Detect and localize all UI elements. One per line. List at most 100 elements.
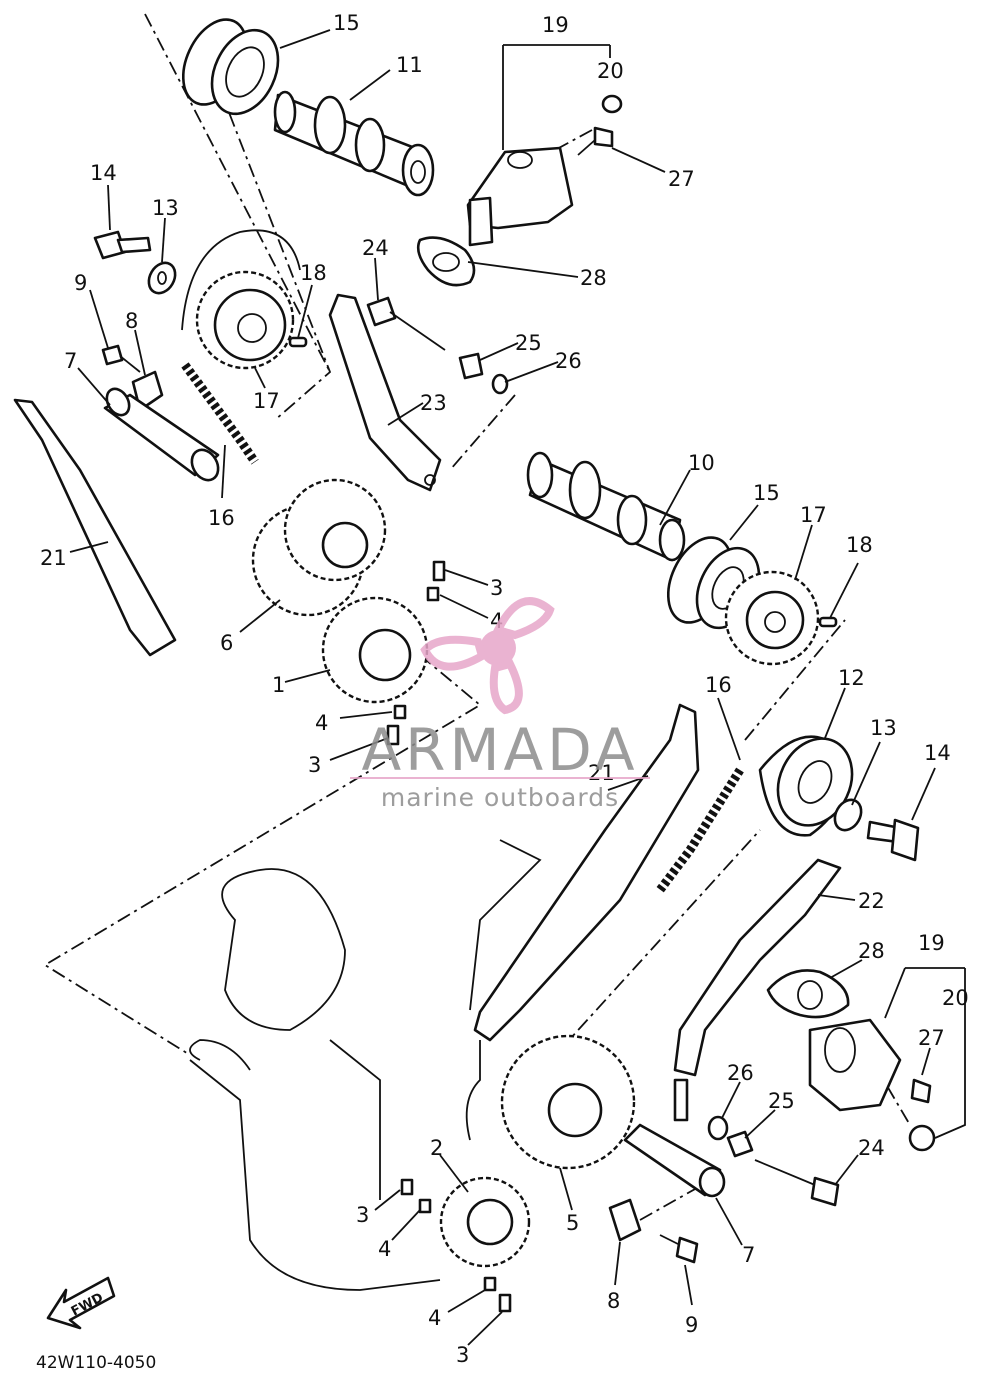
callout-21: 21 — [40, 546, 67, 570]
diagram-code: 42W110-4050 — [36, 1353, 156, 1373]
bearing-12 — [758, 735, 854, 837]
callout-4: 4 — [428, 1306, 441, 1330]
callout-19: 19 — [918, 931, 945, 955]
nut-25-upper — [458, 352, 484, 380]
armada-watermark: ARMADA marine outboards — [350, 597, 650, 812]
callout-14: 14 — [90, 161, 117, 185]
pin-18-right — [818, 616, 838, 628]
callout-8: 8 — [125, 309, 138, 333]
gasket-28-lower — [766, 969, 850, 1019]
callout-18: 18 — [300, 261, 327, 285]
bolt-14-upper — [93, 230, 152, 260]
watermark-tagline: marine outboards — [381, 783, 619, 812]
washer-26-upper — [491, 373, 509, 395]
shaft-7-upper — [103, 387, 220, 482]
spring-pin-3-4-upper — [426, 560, 446, 602]
callout-22: 22 — [858, 889, 885, 913]
washer-26-lower — [707, 1115, 729, 1141]
spring-pin-3-4-lower-left — [400, 1178, 432, 1214]
bolt-9-lower — [659, 1234, 699, 1264]
spring-pin-3-4-mid — [386, 704, 407, 746]
callout-13: 13 — [152, 196, 179, 220]
callout-19: 19 — [542, 13, 569, 37]
callout-9: 9 — [685, 1313, 698, 1337]
callout-20: 20 — [597, 59, 624, 83]
plate-8-lower — [608, 1198, 642, 1242]
callout-3: 3 — [308, 753, 321, 777]
callout-24: 24 — [858, 1136, 885, 1160]
callout-13: 13 — [870, 716, 897, 740]
sprocket-housing-upper — [181, 229, 301, 331]
gear-6 — [251, 478, 387, 617]
callout-16: 16 — [705, 673, 732, 697]
bolt-27-upper — [577, 126, 614, 156]
tensioner-19-lower — [808, 1018, 902, 1112]
gasket-upper — [416, 236, 476, 287]
callout-18: 18 — [846, 533, 873, 557]
callout-9: 9 — [74, 271, 87, 295]
callout-3: 3 — [456, 1343, 469, 1367]
callout-25: 25 — [515, 331, 542, 355]
pin-18-upper — [288, 336, 308, 348]
reference-lines — [43, 13, 911, 1221]
callout-10: 10 — [688, 451, 715, 475]
gear-1 — [321, 596, 429, 704]
washer-13-right — [833, 798, 863, 832]
callout-6: 6 — [220, 631, 233, 655]
bolt-27-lower — [910, 1078, 932, 1104]
spring-pin-3-4-lower-bottom — [483, 1276, 512, 1313]
callout-20: 20 — [942, 986, 969, 1010]
engine-block-outline — [189, 839, 542, 1291]
callout-4: 4 — [315, 711, 328, 735]
fwd-arrow-icon: FWD — [46, 1276, 116, 1330]
gear-2 — [439, 1176, 531, 1268]
callout-27: 27 — [918, 1026, 945, 1050]
callout-11: 11 — [396, 53, 423, 77]
callout-labels: 15 11 19 20 27 28 14 13 24 18 9 8 25 26 … — [40, 11, 969, 1367]
callout-17: 17 — [800, 503, 827, 527]
chain-guide-22 — [673, 858, 842, 1122]
chain-guide-23 — [328, 293, 442, 492]
callout-25: 25 — [768, 1089, 795, 1113]
callout-2: 2 — [430, 1136, 443, 1160]
callout-14: 14 — [924, 741, 951, 765]
callout-15: 15 — [333, 11, 360, 35]
shaft-7-lower — [623, 1123, 726, 1198]
bolt-24-lower — [754, 1159, 840, 1207]
callout-28: 28 — [580, 266, 607, 290]
callout-7: 7 — [742, 1243, 755, 1267]
callout-7: 7 — [64, 349, 77, 373]
callout-23: 23 — [420, 391, 447, 415]
cap-nut-20-upper — [601, 94, 623, 114]
callout-16: 16 — [208, 506, 235, 530]
callout-5: 5 — [566, 1211, 579, 1235]
callout-24: 24 — [362, 236, 389, 260]
callout-26: 26 — [727, 1061, 754, 1085]
callout-28: 28 — [858, 939, 885, 963]
timing-chain-16-upper — [181, 362, 259, 465]
propeller-logo-icon — [420, 597, 555, 715]
timing-chain-16-lower — [656, 767, 744, 893]
callout-26: 26 — [555, 349, 582, 373]
cap-nut-20-lower — [908, 1124, 936, 1152]
callout-15: 15 — [753, 481, 780, 505]
sprocket-17-right — [724, 570, 820, 666]
gear-5 — [500, 1034, 636, 1170]
callout-3: 3 — [490, 576, 503, 600]
callout-8: 8 — [607, 1289, 620, 1313]
camshaft-10 — [526, 451, 686, 562]
bearing-upper — [181, 18, 280, 116]
washer-13-upper — [147, 261, 177, 295]
callout-1: 1 — [272, 673, 285, 697]
callout-4: 4 — [378, 1237, 391, 1261]
bolt-9-upper — [101, 344, 141, 373]
leader-lines — [69, 29, 966, 1346]
watermark-name: ARMADA — [361, 716, 638, 784]
callout-27: 27 — [668, 167, 695, 191]
chain-guide-21-upper — [13, 398, 177, 657]
callout-21: 21 — [588, 761, 615, 785]
bolt-14-right — [866, 818, 920, 862]
bolt-24-upper — [366, 296, 446, 351]
callout-3: 3 — [356, 1203, 369, 1227]
